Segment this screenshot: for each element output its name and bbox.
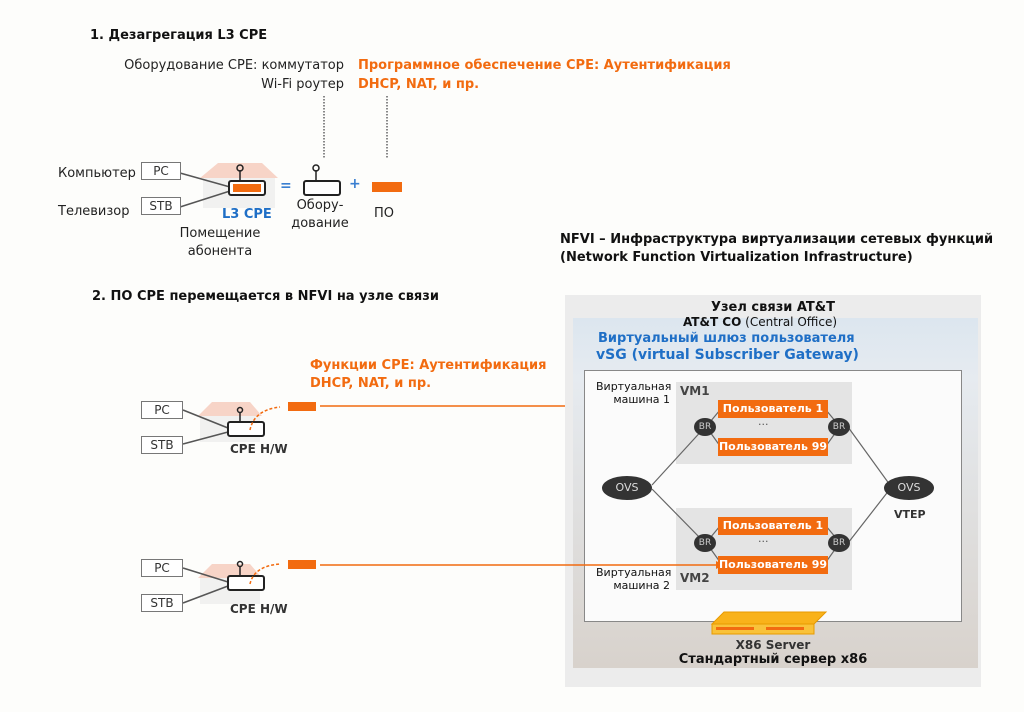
vm2-user-last: Пользователь 99 [718, 556, 828, 574]
cpe-hw-router-icon [227, 406, 265, 437]
hw-label-line1: Оборудование CPE: коммутатор [124, 58, 344, 73]
co-label: AT&T CO [682, 315, 742, 329]
nfvi-title-line2: (Network Function Virtualization Infrast… [560, 250, 913, 265]
x86-server-icon [710, 611, 828, 635]
tv-label: Телевизор [58, 204, 130, 219]
bridge-node: BR [694, 534, 716, 552]
vtep-label: VTEP [894, 508, 926, 521]
pc-box: PC [141, 401, 183, 419]
ovs-right-node: OVS [884, 476, 934, 500]
plus-sign: + [349, 176, 361, 192]
premises-line2: абонента [187, 244, 253, 259]
stb-box: STB [141, 436, 183, 454]
bridge-node: BR [694, 418, 716, 436]
cpe-hw-router-icon [227, 560, 265, 591]
ovs-left-node: OVS [602, 476, 652, 500]
vm2-caption-line2: машина 2 [613, 579, 670, 592]
software-block-icon [288, 402, 316, 411]
stb-box: STB [141, 594, 183, 612]
vsg-line2: vSG (virtual Subscriber Gateway) [596, 347, 859, 363]
software-block-icon [288, 560, 316, 569]
co-subtitle: (Central Office) [741, 315, 838, 329]
vm2-ellipsis: ··· [758, 535, 769, 548]
vm2-user-first: Пользователь 1 [718, 517, 828, 535]
hardware-router-icon [303, 164, 341, 196]
vm1-caption-line1: Виртуальная [596, 380, 672, 393]
l3-cpe-label: L3 CPE [222, 207, 272, 222]
cpe-hw-label: CPE H/W [230, 602, 288, 616]
bridge-node: BR [828, 418, 850, 436]
cpe-hw-label: CPE H/W [230, 442, 288, 456]
pc-box: PC [141, 559, 183, 577]
node-line2: AT&T CO (Central Office) [620, 315, 900, 329]
node-line1: Узел связи AT&T [710, 300, 836, 315]
server-line1: X86 Server [735, 638, 811, 652]
sw-label-line2: DHCP, NAT, и пр. [358, 77, 480, 92]
computer-label: Компьютер [58, 166, 136, 181]
l3-cpe-router-icon [228, 164, 266, 196]
vsg-line1: Виртуальный шлюз пользователя [598, 331, 855, 346]
section2-title: 2. ПО CPE перемещается в NFVI на узле св… [92, 289, 439, 304]
hw-short-line1: Обору- [296, 198, 344, 213]
vm2-label: VM2 [680, 571, 710, 585]
vm1-user-last: Пользователь 99 [718, 438, 828, 456]
server-line2: Стандартный сервер x86 [678, 652, 868, 667]
section1-title: 1. Дезагрегация L3 CPE [90, 28, 268, 43]
equals-sign: = [280, 178, 292, 194]
sw-label-line1: Программное обеспечение CPE: Аутентифика… [358, 58, 731, 73]
pc-box: PC [141, 162, 181, 180]
nfvi-title-line1: NFVI – Инфраструктура виртуализации сете… [560, 232, 994, 247]
premises-line1: Помещение [179, 226, 261, 241]
software-block-icon [372, 182, 402, 192]
vm1-user-first: Пользователь 1 [718, 400, 828, 418]
vm1-caption-line2: машина 1 [613, 393, 670, 406]
vm2-caption-line1: Виртуальная [596, 566, 672, 579]
hw-short-line2: дование [291, 216, 349, 231]
sw-short-label: ПО [374, 206, 395, 221]
functions-line1: Функции CPE: Аутентификация [310, 358, 547, 373]
hw-label-line2: Wi-Fi роутер [261, 77, 344, 92]
vm1-ellipsis: ··· [758, 418, 769, 431]
stb-box: STB [141, 197, 181, 215]
vm1-label: VM1 [680, 384, 710, 398]
functions-line2: DHCP, NAT, и пр. [310, 376, 432, 391]
bridge-node: BR [828, 534, 850, 552]
